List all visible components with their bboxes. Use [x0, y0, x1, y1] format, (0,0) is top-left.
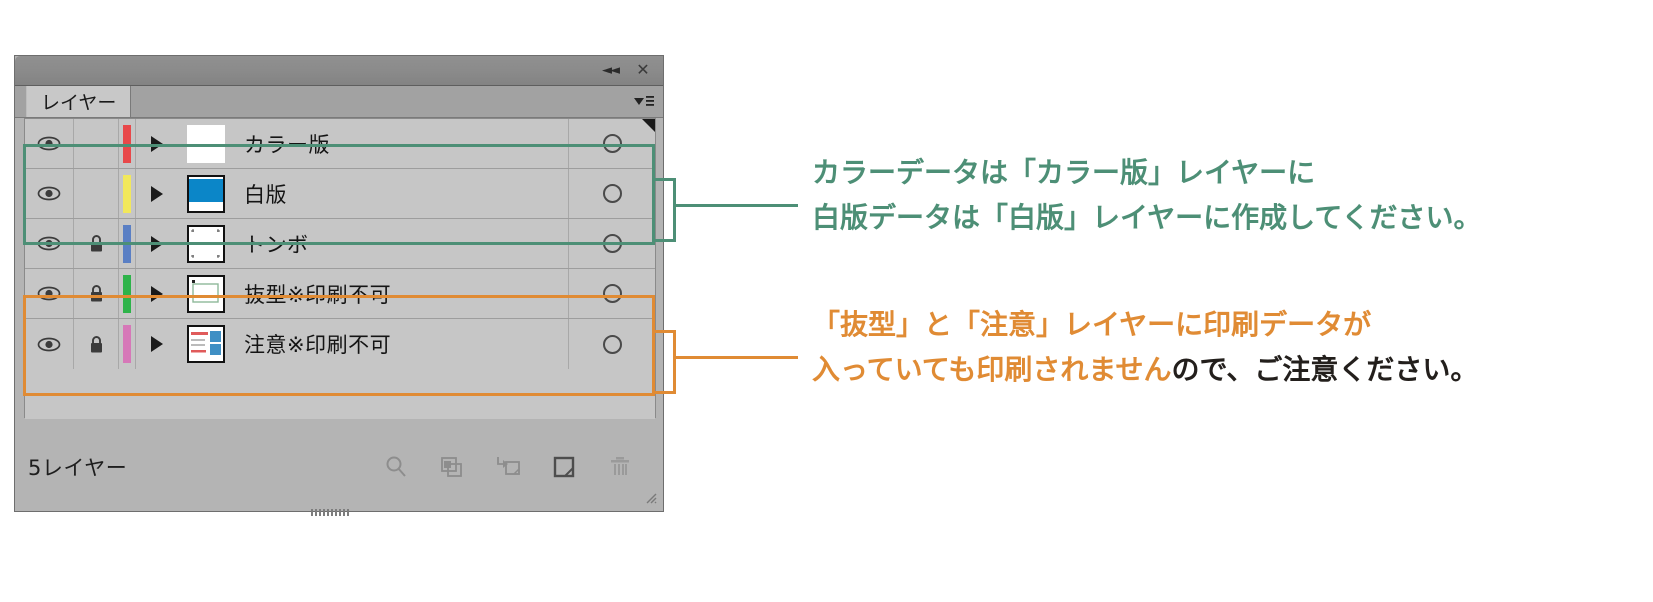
selection-corner-icon: [642, 119, 655, 132]
layer-target-indicator[interactable]: [568, 119, 655, 168]
orange-annotation-text1: 「抜型」と「注意」レイヤーに印刷データが: [812, 308, 1372, 341]
layer-thumbnail[interactable]: [178, 169, 234, 218]
layer-thumbnail[interactable]: [178, 269, 234, 318]
layer-color-chip: [123, 274, 131, 313]
target-ring-icon: [602, 134, 622, 153]
eye-icon: [37, 337, 61, 352]
table-row[interactable]: カラー版: [25, 119, 655, 169]
layer-thumbnail[interactable]: [178, 119, 234, 168]
eye-icon: [37, 186, 61, 201]
green-annotation-text2: 白版データは「白版」レイヤーに作成してください。: [812, 201, 1482, 234]
orange-annotation-line2: 入っていても印刷されませんので、ご注意ください。: [812, 348, 1478, 392]
panel-menu-icon[interactable]: [633, 94, 655, 109]
layer-lock-toggle[interactable]: [74, 169, 119, 218]
layer-target-indicator[interactable]: [568, 169, 655, 218]
table-row[interactable]: 注意※印刷不可: [25, 319, 655, 369]
green-connector-line: [673, 204, 798, 207]
create-new-layer-button[interactable]: [550, 453, 578, 481]
layer-name[interactable]: 白版: [244, 182, 287, 207]
layer-expand-toggle[interactable]: [136, 169, 178, 218]
layer-target-indicator[interactable]: [568, 269, 655, 318]
delete-selection-button[interactable]: [606, 453, 634, 481]
orange-bracket: [655, 330, 676, 394]
close-icon[interactable]: ✕: [636, 60, 650, 79]
make-clipping-mask-button[interactable]: [438, 453, 466, 481]
layer-lock-toggle[interactable]: [74, 119, 119, 168]
layers-list[interactable]: カラー版: [24, 118, 656, 419]
tab-layers-label: レイヤー: [41, 92, 117, 114]
layer-name[interactable]: 注意※印刷不可: [244, 333, 392, 357]
layer-color-indicator: [119, 119, 136, 168]
layer-color-indicator: [119, 269, 136, 318]
layer-lock-toggle[interactable]: [74, 319, 119, 369]
create-new-sublayer-button[interactable]: [494, 453, 522, 481]
target-ring-icon: [602, 184, 622, 203]
collapse-panel-icon[interactable]: ◄◄: [602, 63, 620, 78]
layers-panel: ◄◄ ✕ レイヤー: [14, 55, 664, 516]
target-ring-icon: [602, 334, 622, 354]
table-row[interactable]: 白版: [25, 169, 655, 219]
green-annotation-line2: 白版データは「白版」レイヤーに作成してください。: [812, 196, 1481, 240]
layer-expand-toggle[interactable]: [136, 319, 178, 369]
green-annotation-text1: カラーデータは「カラー版」レイヤーに: [812, 156, 1316, 189]
thumbnail-diecut-outline: [187, 274, 225, 313]
target-ring-icon: [602, 284, 622, 303]
layer-color-indicator: [119, 319, 136, 369]
green-highlight-box: [23, 144, 655, 245]
orange-highlight-box: [23, 295, 655, 396]
layer-name[interactable]: 抜型※印刷不可: [244, 282, 392, 307]
green-annotation-line1: カラーデータは「カラー版」レイヤーに: [812, 151, 1315, 195]
layer-visibility-toggle[interactable]: [25, 169, 74, 218]
layer-color-chip: [123, 174, 131, 213]
footer-button-group: [382, 453, 656, 481]
panel-drag-grip[interactable]: [311, 501, 367, 516]
orange-annotation-text2b: ので、ご注意ください。: [1171, 353, 1479, 386]
locate-object-button[interactable]: [382, 453, 410, 481]
layer-target-indicator[interactable]: [568, 319, 655, 369]
green-bracket: [655, 178, 676, 242]
layer-count-label: 5レイヤー: [28, 456, 128, 480]
orange-connector-line: [673, 356, 798, 359]
layer-color-chip: [123, 124, 131, 163]
panel-tabbar: レイヤー: [15, 86, 663, 118]
layer-visibility-toggle[interactable]: [25, 319, 74, 369]
panel-footer: 5レイヤー: [24, 445, 656, 489]
layer-color-chip: [123, 325, 131, 363]
tab-layers[interactable]: レイヤー: [26, 86, 132, 117]
thumbnail-notes-page: [187, 325, 225, 363]
thumbnail-white-page: [187, 124, 225, 163]
layer-expand-toggle[interactable]: [136, 119, 178, 168]
table-row[interactable]: 抜型※印刷不可: [25, 269, 655, 319]
orange-annotation-text2a: 入っていても印刷されません: [812, 353, 1172, 386]
thumbnail-blue-fill: [187, 174, 225, 213]
layer-thumbnail[interactable]: [178, 319, 234, 369]
panel-titlebar: ◄◄ ✕: [15, 56, 663, 86]
layer-color-indicator: [119, 169, 136, 218]
lock-icon: [89, 335, 104, 354]
resize-handle[interactable]: [643, 489, 657, 504]
orange-annotation-line1: 「抜型」と「注意」レイヤーに印刷データが: [812, 303, 1371, 347]
